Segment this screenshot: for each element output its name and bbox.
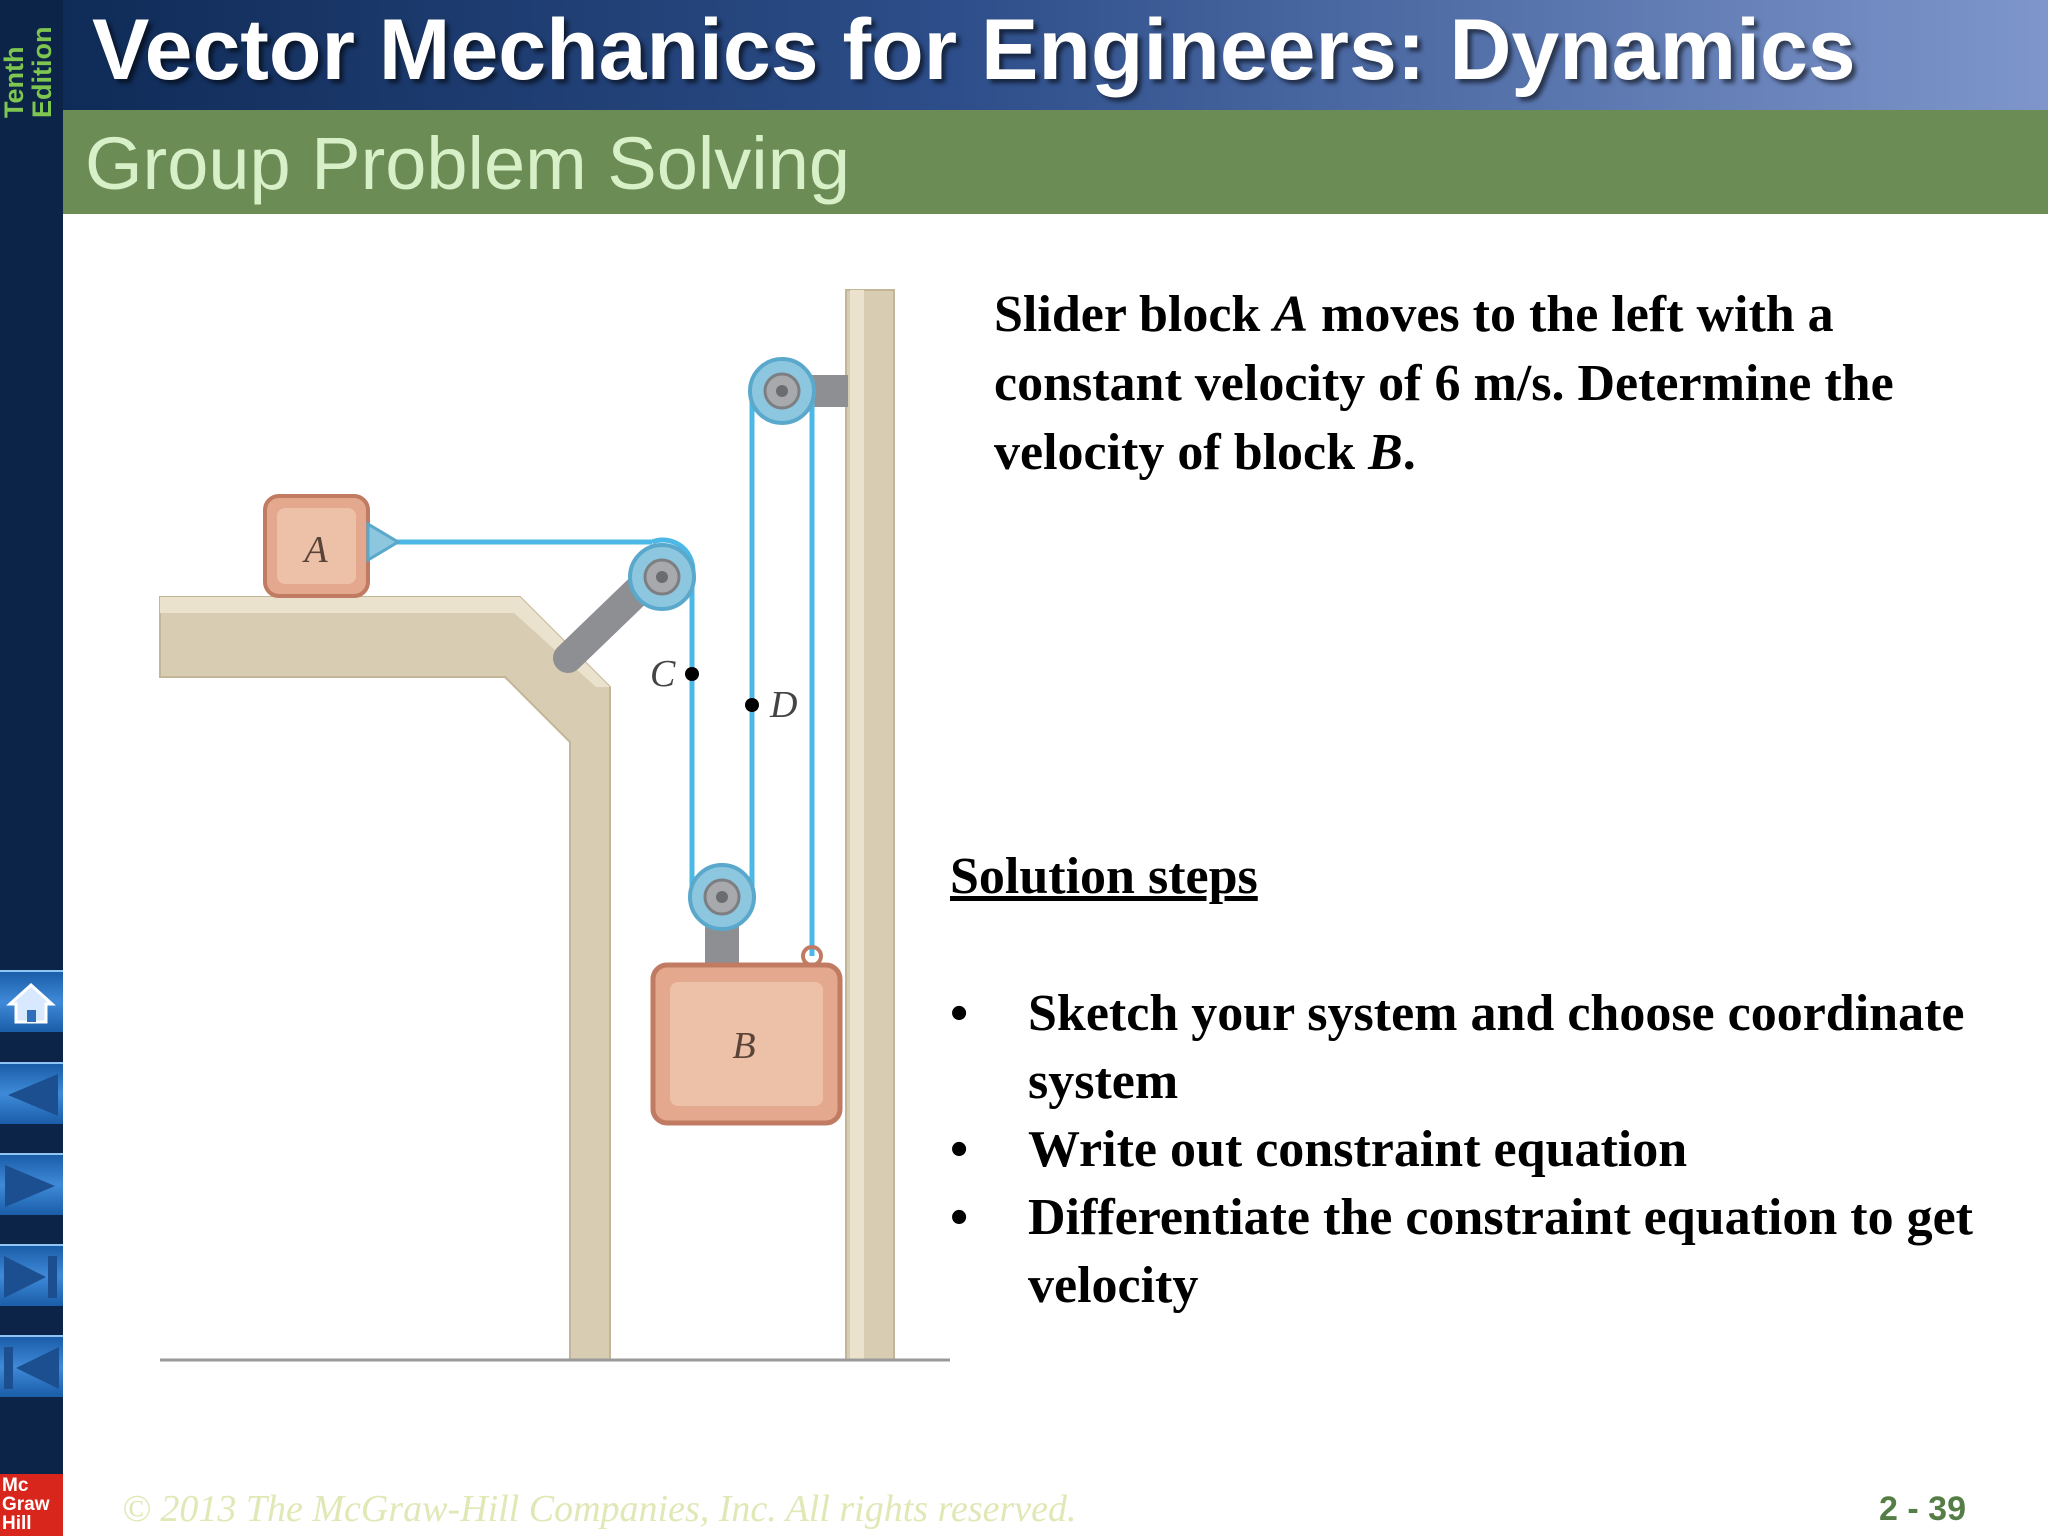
bullet: • <box>950 985 969 1042</box>
step-text: Sketch your system and choose coordinate… <box>1028 985 1965 1110</box>
ledge-highlight <box>160 597 610 687</box>
last-slide-button[interactable] <box>0 1244 63 1306</box>
arrow-right-icon <box>5 1165 55 1207</box>
home-button[interactable] <box>0 970 63 1032</box>
edition-label: Tenth Edition <box>0 0 63 120</box>
previous-button[interactable] <box>0 1062 63 1124</box>
solution-step: • Write out constraint equation <box>950 1116 2010 1184</box>
cable-attachment-a <box>366 521 401 563</box>
slide-title-bar <box>63 110 2048 214</box>
solution-steps-list: • Sketch your system and choose coordinat… <box>950 980 2010 1320</box>
problem-block-a: A <box>1273 286 1309 343</box>
point-d <box>745 698 759 712</box>
solution-heading: Solution steps <box>950 848 1258 905</box>
point-c-label: C <box>650 653 676 695</box>
problem-text-1: Slider block <box>994 286 1274 343</box>
arrow-left-icon <box>8 1074 58 1116</box>
problem-text-3: . <box>1402 424 1416 481</box>
title-banner <box>63 0 2048 110</box>
block-b: B <box>650 945 843 1126</box>
ledge-support <box>159 596 611 1361</box>
edition-line2: Edition <box>27 26 57 118</box>
book-title: Vector Mechanics for Engineers: Dynamics <box>92 2 1856 98</box>
block-b-label: B <box>732 1025 755 1067</box>
mcgraw-hill-logo: Mc Graw Hill <box>0 1474 63 1536</box>
block-a-label: A <box>301 529 328 571</box>
problem-statement: Slider block A moves to the left with a … <box>994 280 2004 487</box>
point-c <box>685 667 699 681</box>
pulley-b <box>688 863 756 931</box>
copyright-notice: © 2013 The McGraw-Hill Companies, Inc. A… <box>122 1488 1077 1530</box>
sidebar: Tenth Edition Mc Graw Hill <box>0 0 63 1536</box>
first-slide-button[interactable] <box>0 1335 63 1397</box>
edition-line1: Tenth <box>0 46 29 118</box>
problem-block-b: B <box>1368 424 1403 481</box>
step-text: Differentiate the constraint equation to… <box>1028 1189 1973 1314</box>
pulley-top <box>748 357 816 425</box>
skip-start-icon <box>4 1347 59 1389</box>
post-highlight <box>850 290 864 1360</box>
point-d-label: D <box>769 684 797 726</box>
pulley-c <box>628 543 696 611</box>
block-a: A <box>263 494 401 598</box>
solution-step: • Sketch your system and choose coordinat… <box>950 980 2010 1116</box>
page-number: 2 - 39 <box>1879 1490 1966 1528</box>
slide-title: Group Problem Solving <box>85 122 851 205</box>
bullet: • <box>950 1189 969 1246</box>
solution-step: • Differentiate the constraint equation t… <box>950 1184 2010 1320</box>
logo-text: Mc Graw Hill <box>2 1475 50 1534</box>
home-icon <box>6 982 56 1024</box>
skip-end-icon <box>4 1256 57 1298</box>
problem-text-2: moves to the left with a constant veloci… <box>994 286 1894 481</box>
next-button[interactable] <box>0 1153 63 1215</box>
bullet: • <box>950 1121 969 1178</box>
pulley-system-figure: A B C D <box>159 289 950 1362</box>
step-text: Write out constraint equation <box>1028 1121 1688 1178</box>
